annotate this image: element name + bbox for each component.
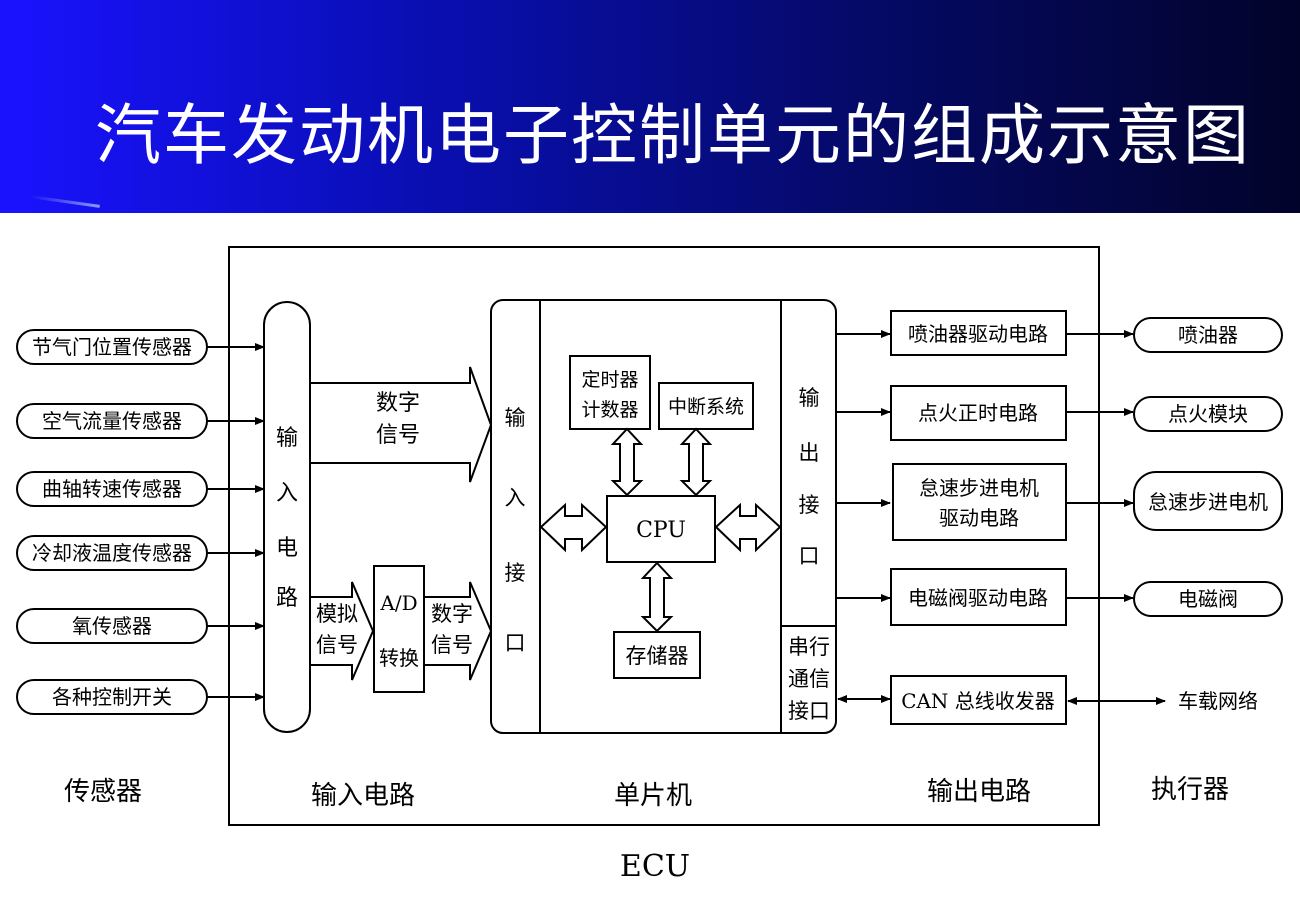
input-interface-char: 输 bbox=[505, 406, 526, 430]
input-interface-char: 接 bbox=[505, 561, 526, 585]
slide-title: 汽车发动机电子控制单元的组成示意图 bbox=[95, 97, 1251, 174]
bus-arrow-timer-cpu bbox=[610, 427, 644, 497]
output-circuit-label: 点火正时电路 bbox=[918, 401, 1038, 425]
column-label-input-circuit: 输入电路 bbox=[311, 781, 415, 811]
ad-converter-label: 转换 bbox=[379, 646, 419, 670]
ad-converter-box bbox=[373, 565, 425, 693]
output-circuit-label: CAN 总线收发器 bbox=[901, 689, 1055, 713]
column-label-mcu: 单片机 bbox=[614, 781, 692, 811]
sensor-label: 空气流量传感器 bbox=[42, 409, 182, 433]
sensor-label: 曲轴转速传感器 bbox=[42, 477, 182, 501]
output-circuit-label: 喷油器驱动电路 bbox=[908, 322, 1048, 346]
sensor-list bbox=[16, 329, 208, 715]
input-circuit-char: 路 bbox=[276, 586, 298, 611]
digital-signal-label: 数字 bbox=[376, 391, 420, 416]
memory-label: 存储器 bbox=[626, 644, 689, 668]
analog-signal-arrow bbox=[311, 581, 375, 681]
actuator-label: 喷油器 bbox=[1178, 323, 1238, 347]
analog-signal-label: 模拟 bbox=[316, 602, 358, 626]
sensor-label: 节气门位置传感器 bbox=[32, 335, 192, 359]
sensor-label: 氧传感器 bbox=[72, 614, 152, 638]
actuator-box bbox=[1133, 317, 1283, 353]
actuator-box bbox=[1133, 471, 1283, 531]
bus-arrow-input-cpu bbox=[539, 502, 608, 553]
output-interface-char: 出 bbox=[799, 441, 820, 465]
output-interface-char: 输 bbox=[799, 386, 820, 410]
interrupt-system-label: 中断系统 bbox=[668, 396, 744, 418]
bus-arrow-cpu-memory bbox=[640, 561, 674, 633]
output-interface-char: 口 bbox=[799, 544, 820, 568]
cpu-label: CPU bbox=[636, 518, 686, 543]
output-circuit-box bbox=[892, 463, 1067, 541]
digital-signal-arrow-2 bbox=[425, 581, 493, 681]
actuator-label: 电磁阀 bbox=[1178, 587, 1238, 611]
output-circuit-label: 驱动电路 bbox=[939, 506, 1019, 530]
vehicle-network-label: 车载网络 bbox=[1178, 689, 1258, 713]
ecu-label: ECU bbox=[620, 849, 690, 884]
serial-interface-label: 通信 bbox=[788, 667, 830, 691]
serial-interface-label: 接口 bbox=[788, 699, 830, 723]
actuator-label: 怠速步进电机 bbox=[1148, 490, 1268, 514]
timer-counter-box bbox=[569, 355, 651, 430]
timer-counter-label: 计数器 bbox=[581, 399, 638, 421]
output-circuit-box bbox=[890, 675, 1067, 725]
input-circuit-char: 电 bbox=[276, 536, 298, 561]
actuator-label: 点火模块 bbox=[1168, 402, 1248, 426]
column-label-output-circuit: 输出电路 bbox=[927, 777, 1031, 807]
timer-counter-label: 定时器 bbox=[581, 369, 638, 391]
bus-arrow-cpu-output bbox=[714, 502, 782, 553]
digital-signal-2-label: 信号 bbox=[431, 633, 473, 657]
output-circuit-label: 怠速步进电机 bbox=[919, 476, 1039, 500]
actuator-box bbox=[1133, 581, 1283, 617]
digital-signal-2-label: 数字 bbox=[431, 602, 473, 626]
interrupt-system-box bbox=[658, 382, 754, 430]
input-interface-char: 口 bbox=[505, 631, 526, 655]
slide-header: 汽车发动机电子控制单元的组成示意图 bbox=[0, 0, 1300, 213]
digital-signal-label: 信号 bbox=[376, 423, 420, 448]
bus-arrow-interrupt-cpu bbox=[679, 427, 713, 497]
serial-interface-label: 串行 bbox=[788, 635, 830, 659]
column-label-actuators: 执行器 bbox=[1151, 775, 1229, 805]
ad-converter-label: A/D bbox=[379, 591, 417, 615]
sensor-label: 冷却液温度传感器 bbox=[32, 541, 192, 565]
input-circuit-char: 入 bbox=[276, 481, 298, 506]
sensor-label: 各种控制开关 bbox=[52, 685, 172, 709]
actuator-box bbox=[1133, 396, 1283, 432]
input-circuit-block bbox=[263, 301, 311, 733]
memory-box bbox=[613, 631, 701, 679]
input-circuit-char: 输 bbox=[276, 426, 298, 451]
cpu-box bbox=[606, 495, 716, 563]
analog-signal-label: 信号 bbox=[316, 633, 358, 657]
output-circuit-label: 电磁阀驱动电路 bbox=[908, 586, 1048, 610]
output-circuit-box bbox=[890, 568, 1067, 626]
input-interface-char: 入 bbox=[505, 486, 526, 510]
column-label-sensors: 传感器 bbox=[64, 777, 142, 807]
ecu-frame bbox=[228, 246, 1100, 826]
output-interface-char: 接 bbox=[799, 493, 820, 517]
